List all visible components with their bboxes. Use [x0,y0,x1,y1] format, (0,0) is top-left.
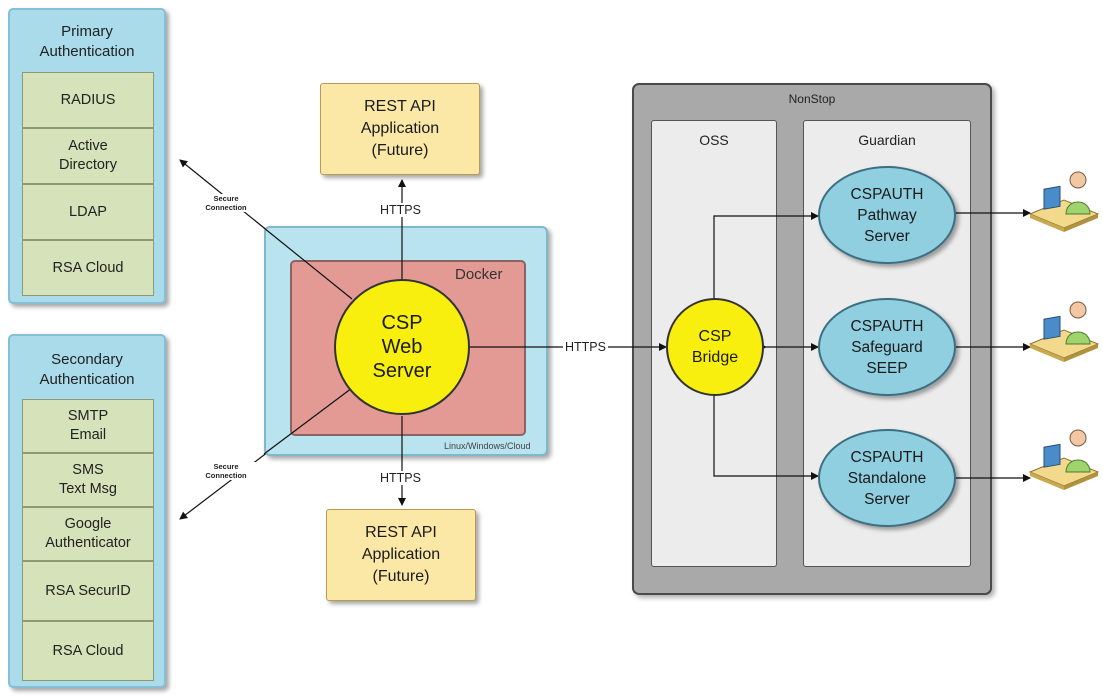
host-label: Linux/Windows/Cloud [444,441,531,451]
auth-item-rsa-cloud-2: RSA Cloud [22,621,154,681]
user-workstation-icon [1028,171,1100,232]
https-top-label: HTTPS [378,203,423,217]
user-workstation-icon [1028,429,1100,490]
cspauth-safeguard-label: CSPAUTH Safeguard SEEP [850,317,924,377]
primary-auth-panel: Primary Authentication RADIUS Active Dir… [8,8,166,304]
secondary-auth-title: Secondary Authentication [39,351,135,388]
oss-label: OSS [699,132,729,148]
secure-connection-bottom-label: Secure Connection [196,462,256,480]
csp-web-server-label: CSP Web Server [372,312,432,382]
https-bottom-label: HTTPS [378,471,423,485]
cspauth-standalone-label: CSPAUTH Standalone Server [847,448,927,508]
auth-item-google-authenticator: Google Authenticator [22,507,154,561]
https-mid-label: HTTPS [563,340,608,354]
cspauth-pathway-label: CSPAUTH Pathway Server [850,185,924,245]
nonstop-title: NonStop [788,92,836,106]
cspauth-pathway-server: CSPAUTH Pathway Server [818,166,956,264]
cspauth-standalone-server: CSPAUTH Standalone Server [818,429,956,527]
auth-item-rsa-securid: RSA SecurID [22,561,154,621]
secure-connection-top-label: Secure Connection [196,194,256,212]
auth-item-sms: SMS Text Msg [22,453,154,507]
auth-item-ldap: LDAP [22,184,154,240]
primary-auth-title: Primary Authentication [39,23,135,60]
auth-item-radius: RADIUS [22,72,154,128]
csp-bridge-label: CSP Bridge [691,328,739,366]
rest-api-top: REST API Application (Future) [320,83,480,175]
docker-label: Docker [455,266,503,283]
guardian-label: Guardian [858,132,916,148]
auth-item-smtp-email: SMTP Email [22,399,154,453]
rest-api-bottom: REST API Application (Future) [326,509,476,601]
auth-item-rsa-cloud: RSA Cloud [22,240,154,296]
secondary-auth-panel: Secondary Authentication SMTP Email SMS … [8,334,166,688]
csp-bridge: CSP Bridge [666,298,764,396]
user-workstation-icon [1028,301,1100,362]
csp-web-server: CSP Web Server [334,279,470,415]
cspauth-safeguard-seep: CSPAUTH Safeguard SEEP [818,298,956,396]
auth-item-active-directory: Active Directory [22,128,154,184]
